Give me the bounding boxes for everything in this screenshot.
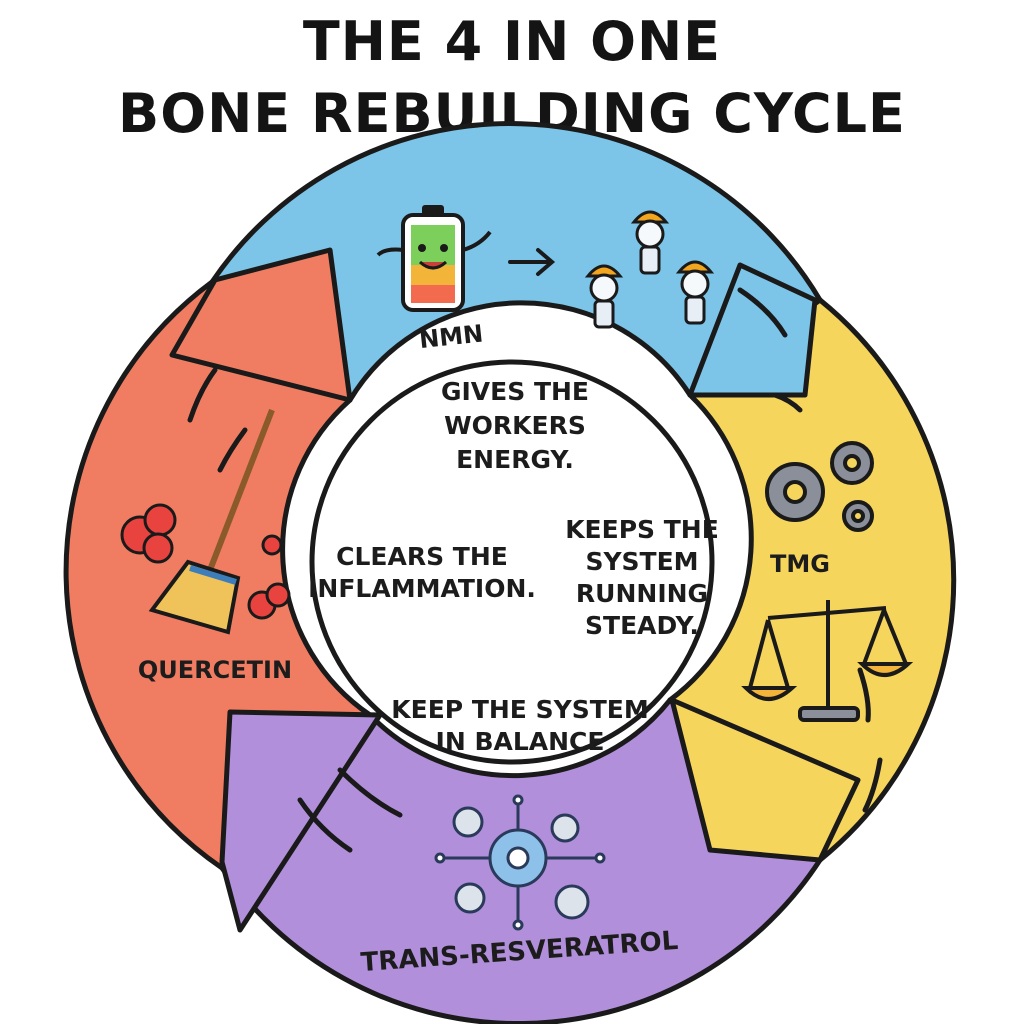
- title-line-1: THE 4 IN ONE: [302, 10, 722, 73]
- balance-scale-icon: [741, 600, 914, 722]
- desc-nmn: GIVES THE WORKERS ENERGY.: [441, 377, 589, 474]
- arrow-head-quer: [169, 247, 353, 403]
- desc-quercetin: CLEARS THE INFLAMMATION.: [308, 542, 536, 603]
- broom-icon: [148, 408, 275, 635]
- desc-quer-line-1: CLEARS THE: [336, 542, 508, 571]
- desc-quer-line-2: INFLAMMATION.: [308, 574, 536, 603]
- desc-tmg-line-3: RUNNING: [576, 579, 708, 608]
- label-nmn: NMN: [418, 320, 485, 355]
- desc-nmn-line-1: GIVES THE: [441, 377, 589, 406]
- battery-icon: [376, 205, 492, 312]
- dust-cloud-icon: [120, 503, 291, 620]
- circuit-gears-icon: [434, 794, 606, 931]
- gears-icon: [765, 441, 874, 532]
- arrow-head-tmg: [669, 697, 861, 863]
- arrow-head-nmn: [687, 262, 818, 398]
- desc-tmg: KEEPS THE SYSTEM RUNNING STEADY.: [565, 515, 719, 640]
- inner-circle: [309, 359, 715, 765]
- desc-tmg-line-1: KEEPS THE: [565, 515, 719, 544]
- desc-tmg-line-2: SYSTEM: [585, 547, 698, 576]
- arrow-head-res: [219, 709, 383, 933]
- segment-tmg: [667, 297, 957, 863]
- arrow-to-workers-icon: [508, 248, 556, 276]
- label-quercetin: QUERCETIN: [138, 656, 292, 684]
- motion-lines: [187, 287, 883, 853]
- desc-tmg-line-4: STEADY.: [585, 611, 699, 640]
- desc-nmn-line-2: WORKERS: [444, 411, 586, 440]
- desc-trans-resveratrol: KEEP THE SYSTEM IN BALANCE: [391, 695, 648, 756]
- label-tmg: TMG: [770, 550, 830, 578]
- desc-res-line-2: IN BALANCE: [436, 727, 605, 756]
- workers-icon: [584, 210, 715, 329]
- desc-res-line-1: KEEP THE SYSTEM: [391, 695, 648, 724]
- desc-nmn-line-3: ENERGY.: [456, 445, 574, 474]
